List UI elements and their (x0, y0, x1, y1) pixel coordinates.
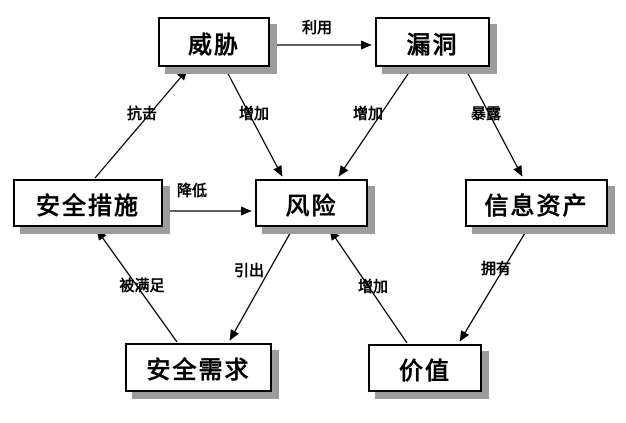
edge-assets-value (459, 227, 529, 342)
edge-vulnerability-risk (338, 67, 413, 177)
node-threat: 威胁 (158, 17, 270, 67)
edge-vulnerability-assets (464, 67, 523, 177)
node-risk-label: 风险 (285, 192, 338, 220)
node-security-measures: 安全措施 (13, 179, 163, 227)
node-value: 价值 (368, 344, 482, 392)
node-security-measures-label: 安全措施 (36, 192, 140, 220)
edge-measures-threat (94, 69, 188, 179)
edge-label-resist: 抗击 (126, 105, 158, 123)
edge-label-increase-threat: 增加 (238, 105, 270, 123)
edge-label-reduce: 降低 (176, 182, 208, 200)
node-security-requirements-label: 安全需求 (146, 357, 251, 384)
edge-value-risk (329, 229, 408, 344)
edge-risk-requirements (229, 227, 294, 341)
node-vulnerability: 漏洞 (375, 17, 490, 67)
edge-label-own: 拥有 (480, 260, 512, 278)
edge-label-derive: 引出 (233, 262, 265, 280)
node-information-assets: 信息资产 (465, 179, 608, 227)
node-security-requirements: 安全需求 (125, 343, 272, 392)
edge-label-increase-value: 增加 (357, 278, 389, 296)
edge-threat-risk (224, 67, 283, 177)
node-threat-label: 威胁 (188, 31, 240, 59)
node-vulnerability-label: 漏洞 (406, 31, 459, 59)
node-information-assets-label: 信息资产 (484, 192, 589, 220)
edge-label-increase-vulnerability: 增加 (352, 105, 384, 123)
edge-label-expose: 暴露 (470, 105, 502, 123)
edge-label-satisfied: 被满足 (119, 277, 165, 295)
node-value-label: 价值 (399, 357, 451, 385)
edge-requirements-measures (96, 229, 178, 343)
edge-label-exploit: 利用 (301, 19, 333, 37)
node-risk: 风险 (255, 179, 368, 227)
